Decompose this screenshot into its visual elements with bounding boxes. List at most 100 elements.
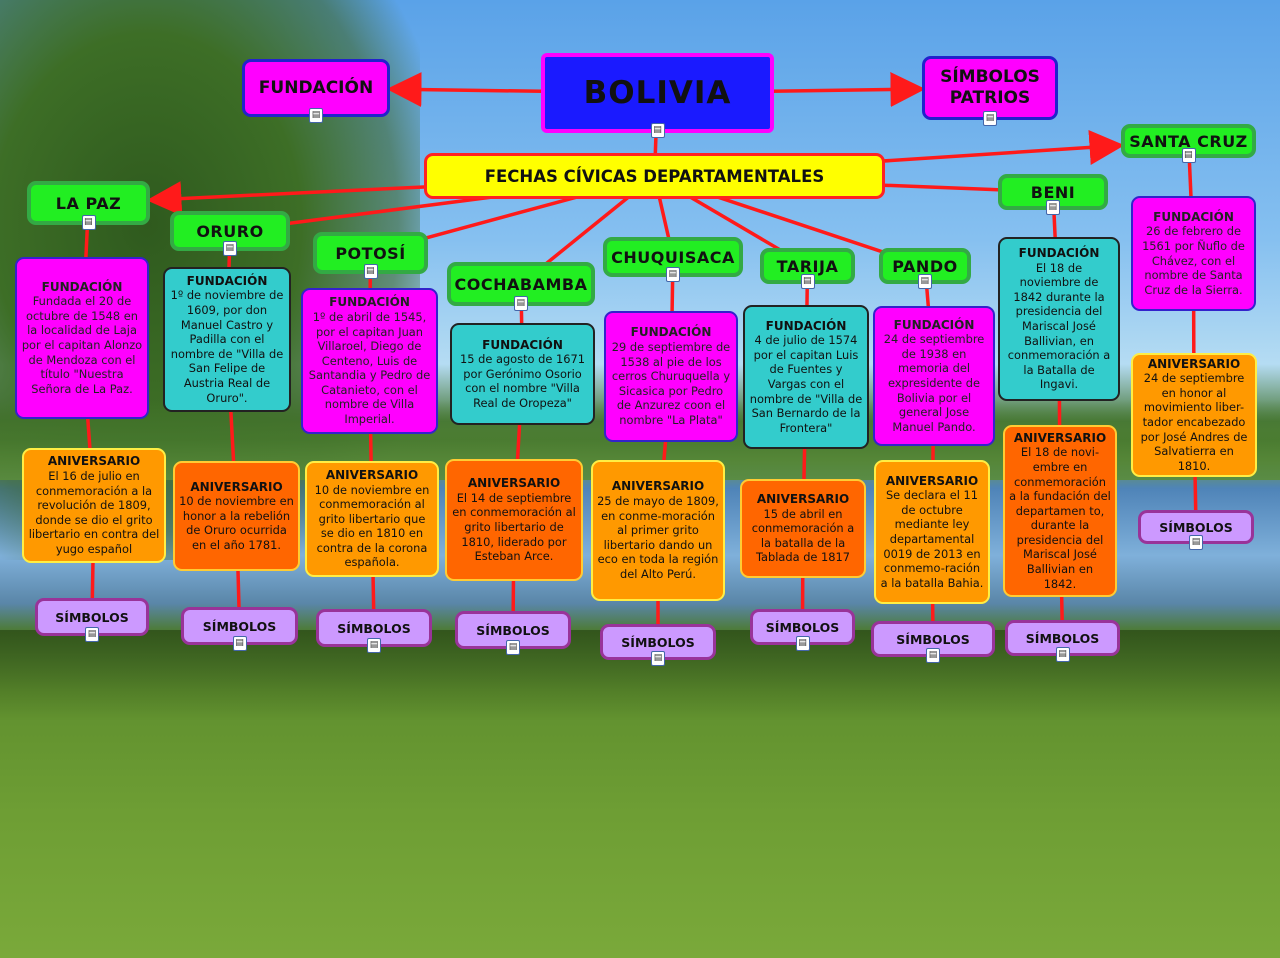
document-icon[interactable] bbox=[1181, 148, 1196, 163]
department-node-oruro[interactable]: ORURO bbox=[170, 211, 290, 256]
department-name: ORURO bbox=[196, 221, 264, 241]
fundacion-text: 15 de agosto de 1671 por Gerónimo Osorio… bbox=[460, 352, 585, 410]
fundacion-label: FUNDACIÓN bbox=[258, 78, 374, 98]
document-icon[interactable] bbox=[795, 636, 810, 651]
document-icon[interactable] bbox=[367, 638, 381, 653]
simbolos-patrios-node[interactable]: SÍMBOLOS PATRIOS bbox=[922, 56, 1058, 126]
department-node-tarija[interactable]: TARIJA bbox=[760, 248, 855, 289]
aniversario-title: ANIVERSARIO bbox=[325, 467, 419, 482]
aniversario-title: ANIVERSARIO bbox=[1147, 356, 1241, 371]
department-node-cochabamba[interactable]: COCHABAMBA bbox=[447, 262, 595, 311]
fundacion-text: Fundada el 20 de octubre de 1548 en la l… bbox=[21, 294, 143, 396]
document-icon[interactable] bbox=[85, 627, 99, 642]
fundacion-text: 26 de febrero de 1561 por Ñuflo de Cháve… bbox=[1142, 224, 1245, 297]
aniversario-text: El 18 de novi-embre en conmemoración a l… bbox=[1009, 445, 1111, 591]
department-name: BENI bbox=[1030, 182, 1076, 202]
aniversario-title: ANIVERSARIO bbox=[47, 454, 141, 469]
simbolos-node-santa-cruz[interactable]: SÍMBOLOS bbox=[1138, 510, 1254, 550]
fundacion-node[interactable]: FUNDACIÓN bbox=[242, 59, 390, 123]
document-icon[interactable] bbox=[918, 274, 932, 289]
fundacion-title: FUNDACIÓN bbox=[1018, 246, 1100, 261]
department-node-santa-cruz[interactable]: SANTA CRUZ bbox=[1121, 124, 1256, 163]
document-icon[interactable] bbox=[506, 640, 520, 655]
document-icon[interactable] bbox=[800, 274, 815, 289]
aniversario-text: 25 de mayo de 1809, en conme-moración al… bbox=[597, 494, 719, 581]
fundacion-text: 24 de septiembre de 1938 en memoria del … bbox=[883, 332, 985, 434]
department-node-pando[interactable]: PANDO bbox=[879, 248, 971, 289]
aniversario-text: 10 de noviembre en conmemoración al grit… bbox=[314, 482, 430, 570]
simbolos-label: SÍMBOLOS bbox=[1159, 519, 1233, 535]
department-name: COCHABAMBA bbox=[454, 274, 588, 294]
aniversario-text: El 14 de septiembre en conmemoración al … bbox=[452, 490, 576, 564]
simbolos-node-la-paz[interactable]: SÍMBOLOS bbox=[35, 598, 149, 642]
aniversario-text: El 16 de julio en conmemoración a la rev… bbox=[28, 469, 160, 556]
aniversario-text: 24 de septiembre en honor al movimiento … bbox=[1140, 371, 1248, 473]
department-name: SANTA CRUZ bbox=[1129, 131, 1248, 151]
document-icon[interactable] bbox=[1046, 200, 1060, 215]
root-node-bolivia[interactable]: BOLIVIA bbox=[541, 53, 774, 138]
document-icon[interactable] bbox=[926, 648, 940, 663]
simbolos-node-cochabamba[interactable]: SÍMBOLOS bbox=[455, 611, 571, 655]
simbolos-node-beni[interactable]: SÍMBOLOS bbox=[1005, 620, 1120, 662]
simbolos-node-chuquisaca[interactable]: SÍMBOLOS bbox=[600, 624, 716, 666]
department-name: LA PAZ bbox=[55, 193, 122, 213]
fundacion-title: FUNDACIÓN bbox=[186, 273, 268, 288]
simbolos-node-potos-[interactable]: SÍMBOLOS bbox=[316, 609, 432, 653]
department-node-potos-[interactable]: POTOSÍ bbox=[313, 232, 428, 279]
aniversario-title: ANIVERSARIO bbox=[190, 479, 283, 494]
document-icon[interactable] bbox=[983, 111, 997, 126]
root-title: BOLIVIA bbox=[583, 75, 732, 111]
simbolos-label: SÍMBOLOS bbox=[896, 631, 970, 647]
simbolos-node-oruro[interactable]: SÍMBOLOS bbox=[181, 607, 298, 651]
fundacion-title: FUNDACIÓN bbox=[1153, 209, 1234, 224]
department-name: POTOSÍ bbox=[335, 243, 406, 263]
aniversario-title: ANIVERSARIO bbox=[885, 473, 979, 488]
fundacion-text: 4 de julio de 1574 por el capitan Luis d… bbox=[749, 333, 863, 435]
fundacion-title: FUNDACIÓN bbox=[482, 337, 563, 352]
fundacion-text: 1º de noviembre de 1609, por don Manuel … bbox=[170, 288, 284, 405]
simbolos-node-tarija[interactable]: SÍMBOLOS bbox=[750, 609, 855, 651]
aniversario-title: ANIVERSARIO bbox=[1013, 430, 1107, 445]
fechas-civicas-node[interactable]: FECHAS CÍVICAS DEPARTAMENTALES bbox=[424, 153, 885, 199]
document-icon[interactable] bbox=[363, 264, 378, 279]
department-node-chuquisaca[interactable]: CHUQUISACA bbox=[603, 237, 743, 282]
document-icon[interactable] bbox=[309, 108, 323, 123]
fundacion-title: FUNDACIÓN bbox=[765, 318, 847, 333]
department-node-beni[interactable]: BENI bbox=[998, 174, 1108, 215]
document-icon[interactable] bbox=[651, 651, 665, 666]
simbolos-label: SÍMBOLOS bbox=[1025, 630, 1100, 646]
fundacion-title: FUNDACIÓN bbox=[893, 317, 975, 332]
document-icon[interactable] bbox=[223, 241, 237, 256]
fundacion-text: 1º de abril de 1545, por el capitan Juan… bbox=[308, 309, 431, 427]
simbolos-label: SÍMBOLOS bbox=[621, 634, 695, 650]
document-icon[interactable] bbox=[666, 267, 680, 282]
simbolos-label: SÍMBOLOS bbox=[476, 622, 550, 638]
document-icon[interactable] bbox=[81, 215, 96, 230]
document-icon[interactable] bbox=[232, 636, 247, 651]
department-node-la-paz[interactable]: LA PAZ bbox=[27, 181, 150, 230]
image-icon[interactable] bbox=[650, 123, 665, 138]
simbolos-node-pando[interactable]: SÍMBOLOS bbox=[871, 621, 995, 663]
document-icon[interactable] bbox=[514, 296, 528, 311]
document-icon[interactable] bbox=[1055, 647, 1070, 662]
document-icon[interactable] bbox=[1189, 535, 1203, 550]
simbolos-patrios-label: SÍMBOLOS PATRIOS bbox=[940, 67, 1040, 108]
